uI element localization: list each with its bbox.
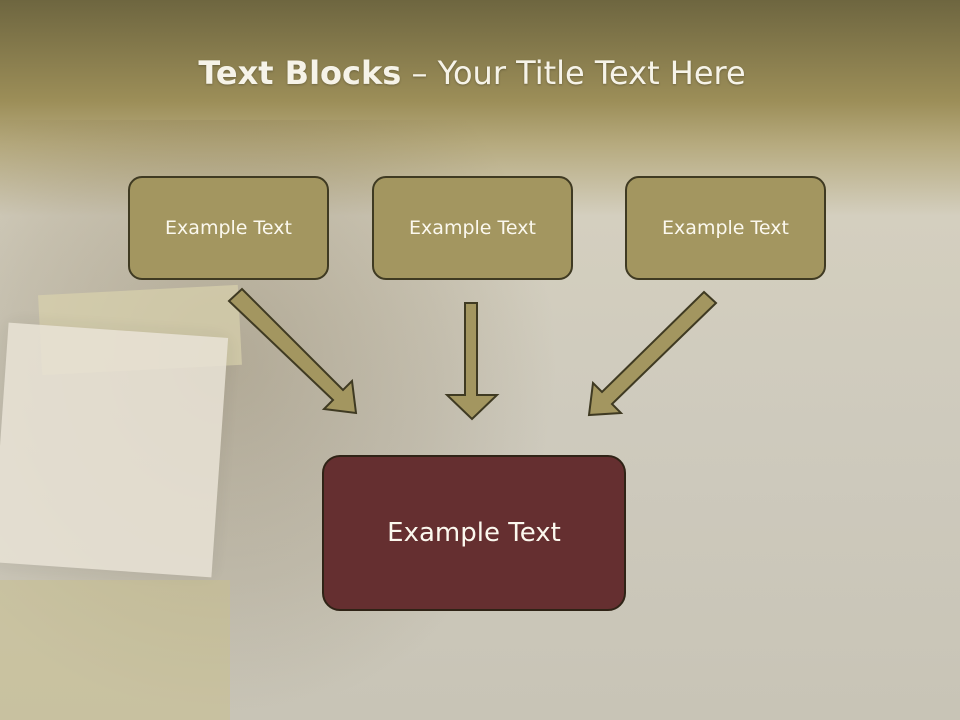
shopping-bag-image [0, 580, 230, 720]
text-block-1: Example Text [128, 176, 329, 280]
text-block-1-label: Example Text [165, 217, 292, 239]
arrow-center [444, 302, 500, 421]
arrow-left [227, 287, 358, 415]
result-block: Example Text [322, 455, 626, 611]
slide-title: Text Blocks – Your Title Text Here [0, 54, 944, 92]
text-block-2-label: Example Text [409, 217, 536, 239]
result-block-label: Example Text [387, 518, 561, 548]
text-block-3-label: Example Text [662, 217, 789, 239]
title-rest-text: Your Title Text Here [437, 54, 746, 92]
text-block-2: Example Text [372, 176, 573, 280]
title-bold-text: Text Blocks [198, 54, 402, 92]
text-block-3: Example Text [625, 176, 826, 280]
title-dash: – [401, 54, 438, 92]
arrow-right [587, 290, 718, 417]
